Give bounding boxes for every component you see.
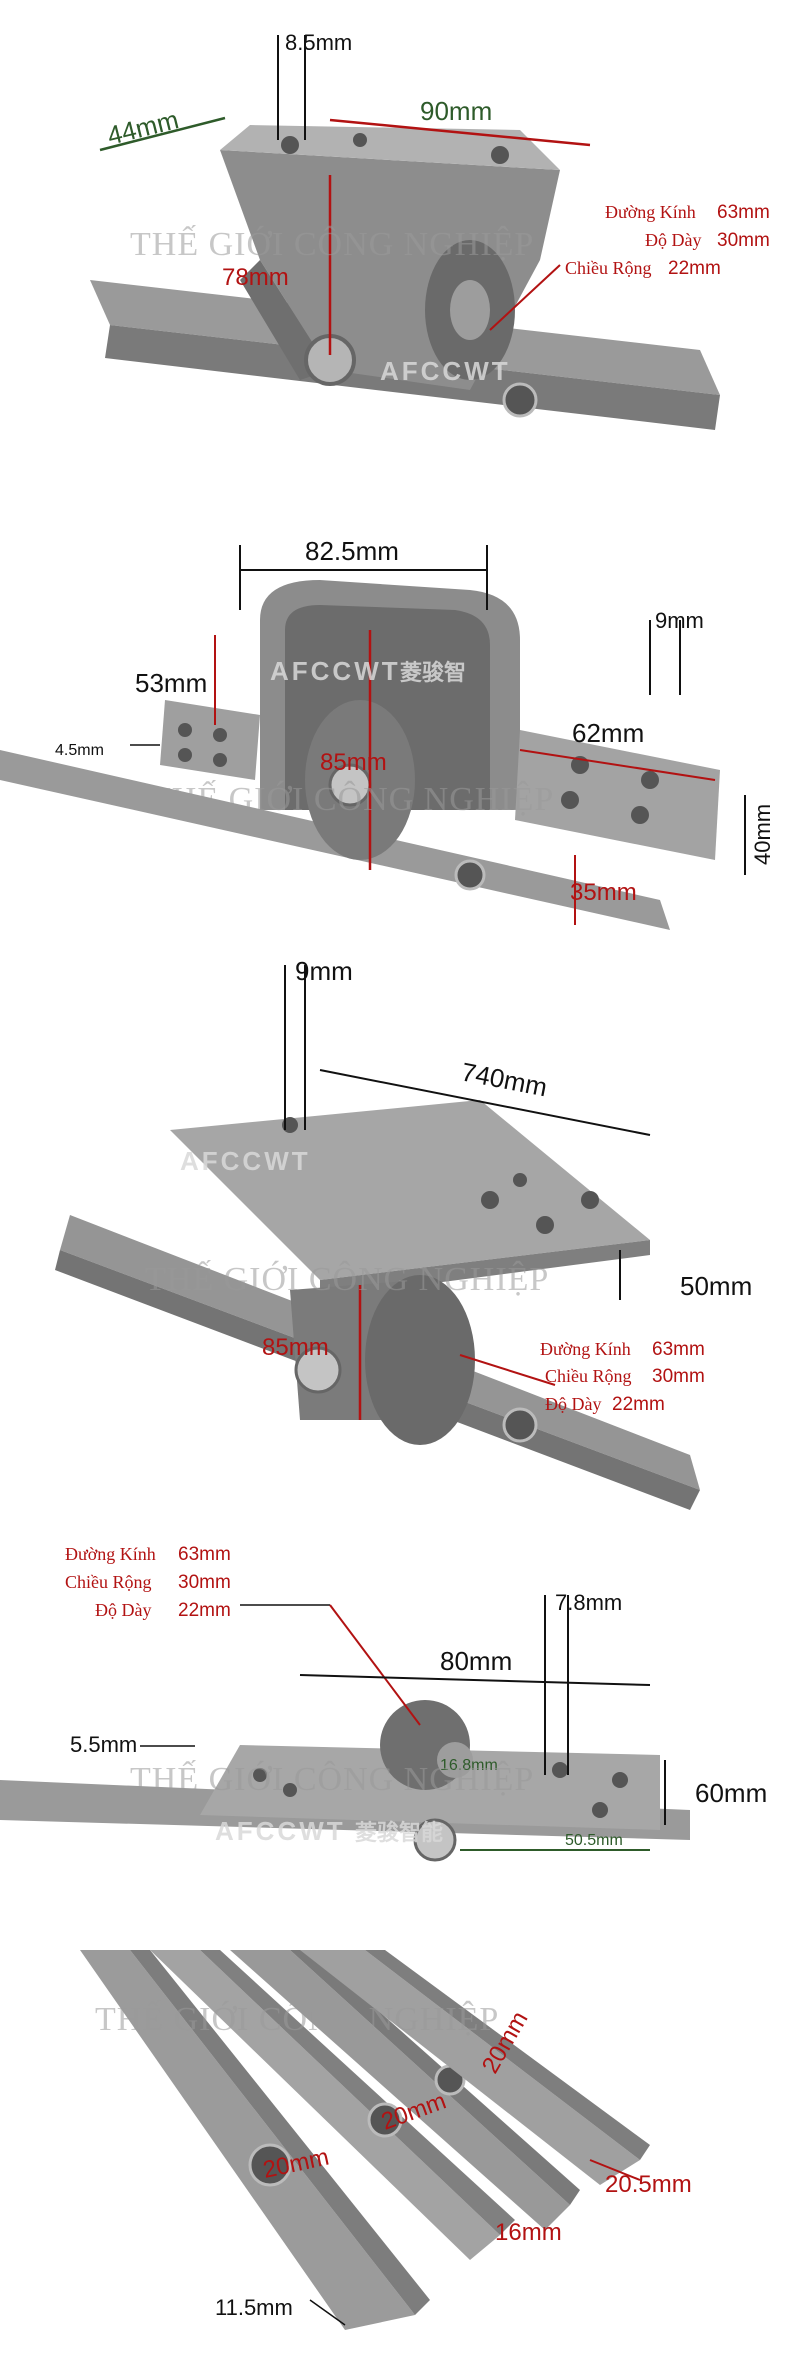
rail-sections-photo: 20mm 20mm 20mm 16mm 20.5mm 11.5mm THẾ GI… bbox=[80, 1950, 692, 2330]
brand-logo: AFCCWT bbox=[380, 356, 511, 386]
rail-section-3 bbox=[230, 1950, 570, 2230]
spec-name-3: Độ Dày bbox=[545, 1394, 602, 1414]
spec-value-1: 63mm bbox=[652, 1339, 705, 1360]
dim-height: 85mm bbox=[262, 1334, 329, 1361]
panel-bracket-wheel-flange: 82.5mm 9mm 53mm 4.5mm 85mm 62mm 40mm 35m… bbox=[0, 480, 800, 950]
spec-value-2: 30mm bbox=[178, 1572, 231, 1593]
dim-wheel: 16.8mm bbox=[440, 1757, 498, 1774]
spec-value-2: 30mm bbox=[652, 1366, 705, 1387]
dim-plate-length: 62mm bbox=[572, 718, 644, 748]
dim-hole: 9mm bbox=[655, 608, 704, 633]
spec-value-3: 22mm bbox=[668, 258, 721, 279]
bracket-wheel-flange-photo: 82.5mm 9mm 53mm 4.5mm 85mm 62mm 40mm 35m… bbox=[0, 536, 775, 930]
dim-length: 90mm bbox=[420, 96, 492, 126]
spec-name-2: Chiều Rộng bbox=[545, 1366, 632, 1386]
spec-name-3: Độ Dày bbox=[95, 1600, 152, 1620]
dim-offset: 35mm bbox=[570, 879, 637, 906]
spec-name-1: Đường Kính bbox=[540, 1339, 631, 1359]
top-plate bbox=[170, 1100, 650, 1280]
watermark: THẾ GIỚI CÔNG NGHIỆP bbox=[150, 780, 554, 818]
watermark: THẾ GIỚI CÔNG NGHIỆP bbox=[95, 2000, 499, 2038]
panel-flat-plate-wheel: Đường Kính 63mm Chiều Rộng 30mm Độ Dày 2… bbox=[0, 1520, 800, 1930]
spec-name-3: Chiều Rộng bbox=[565, 258, 652, 278]
dim-bottom: 11.5mm bbox=[215, 2295, 293, 2320]
dim-length: 740mm bbox=[459, 1056, 550, 1102]
watermark: THẾ GIỚI CÔNG NGHIỆP bbox=[130, 225, 534, 263]
brand-logo-cn: 菱骏智能 bbox=[355, 1820, 443, 1846]
dim-height: 85mm bbox=[320, 749, 387, 776]
spec-name-2: Độ Dày bbox=[645, 230, 702, 250]
spec-value-3: 22mm bbox=[178, 1600, 231, 1621]
axle-nut bbox=[294, 1346, 342, 1394]
spec-value-1: 63mm bbox=[178, 1544, 231, 1565]
dim-width: 44mm bbox=[104, 104, 181, 151]
axle-nut bbox=[413, 1818, 457, 1862]
panel-plate-wheel: 9mm 740mm 50mm 85mm Đường Kính 63mm Chiề… bbox=[0, 950, 800, 1520]
dim-thickness: 5.5mm bbox=[70, 1732, 137, 1757]
brand-logo: AFCCWT bbox=[270, 656, 401, 686]
dim-flange: 53mm bbox=[135, 668, 207, 698]
bracket-wheel-front-photo: 8.5mm 44mm 90mm 78mm Đường Kính 63mm Độ … bbox=[90, 30, 770, 430]
flat-plate-wheel-photo: Đường Kính 63mm Chiều Rộng 30mm Độ Dày 2… bbox=[0, 1544, 767, 1862]
wheel bbox=[365, 1275, 475, 1445]
spec-name-1: Đường Kính bbox=[65, 1544, 156, 1564]
panel-bracket-wheel-front: 8.5mm 44mm 90mm 78mm Đường Kính 63mm Độ … bbox=[0, 0, 800, 480]
panel-rail-sections: 20mm 20mm 20mm 16mm 20.5mm 11.5mm THẾ GI… bbox=[0, 1930, 800, 2359]
dim-top-width: 82.5mm bbox=[305, 536, 399, 566]
dim-width: 60mm bbox=[695, 1778, 767, 1808]
dim-hole: 9mm bbox=[295, 956, 353, 986]
dim-hole: 8.5mm bbox=[285, 30, 352, 55]
brand-logo: AFCCWT bbox=[215, 1816, 346, 1846]
watermark: THẾ GIỚI CÔNG NGHIỆP bbox=[130, 1760, 534, 1798]
dim-slot-b: 20.5mm bbox=[605, 2171, 692, 2198]
dim-length: 80mm bbox=[440, 1646, 512, 1676]
dim-thickness: 4.5mm bbox=[55, 742, 104, 759]
dim-clearance: 50.5mm bbox=[565, 1832, 623, 1849]
rail-section-2 bbox=[150, 1950, 500, 2260]
spec-name-2: Chiều Rộng bbox=[65, 1572, 152, 1592]
dim-width: 50mm bbox=[680, 1271, 752, 1301]
rail-section-4 bbox=[300, 1950, 640, 2185]
dim-plate-width: 40mm bbox=[750, 804, 775, 865]
dim-height: 78mm bbox=[222, 264, 289, 291]
spec-value-3: 22mm bbox=[612, 1394, 665, 1415]
brand-logo-cn: 菱骏智 bbox=[400, 660, 466, 686]
dim-slot-a: 16mm bbox=[495, 2219, 562, 2246]
plate-wheel-photo: 9mm 740mm 50mm 85mm Đường Kính 63mm Chiề… bbox=[55, 956, 752, 1510]
watermark: THẾ GIỚI CÔNG NGHIỆP bbox=[145, 1260, 549, 1298]
rail-section-1 bbox=[80, 1950, 415, 2330]
spec-value-1: 63mm bbox=[717, 202, 770, 223]
spec-name-1: Đường Kính bbox=[605, 202, 696, 222]
dim-hole: 7.8mm bbox=[555, 1590, 622, 1615]
spec-value-2: 30mm bbox=[717, 230, 770, 251]
brand-logo: AFCCWT bbox=[180, 1146, 311, 1176]
